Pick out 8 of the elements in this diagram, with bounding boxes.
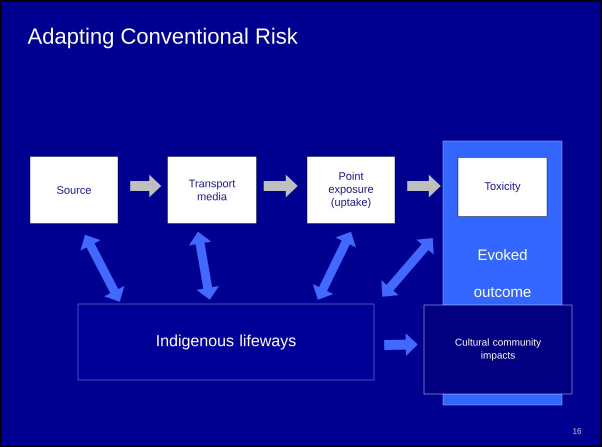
slide-title: Adapting Conventional Risk [28,28,298,48]
process-box: Toxicity [458,157,548,217]
impacts-box: Cultural community impacts [424,304,572,394]
process-box: Transport media [167,156,257,224]
process-box: Source [30,156,118,224]
lifeways-box: Indigenous lifeways [78,304,374,380]
page-number: 16 [573,428,582,434]
process-box: Point exposure (uptake) [306,156,396,224]
